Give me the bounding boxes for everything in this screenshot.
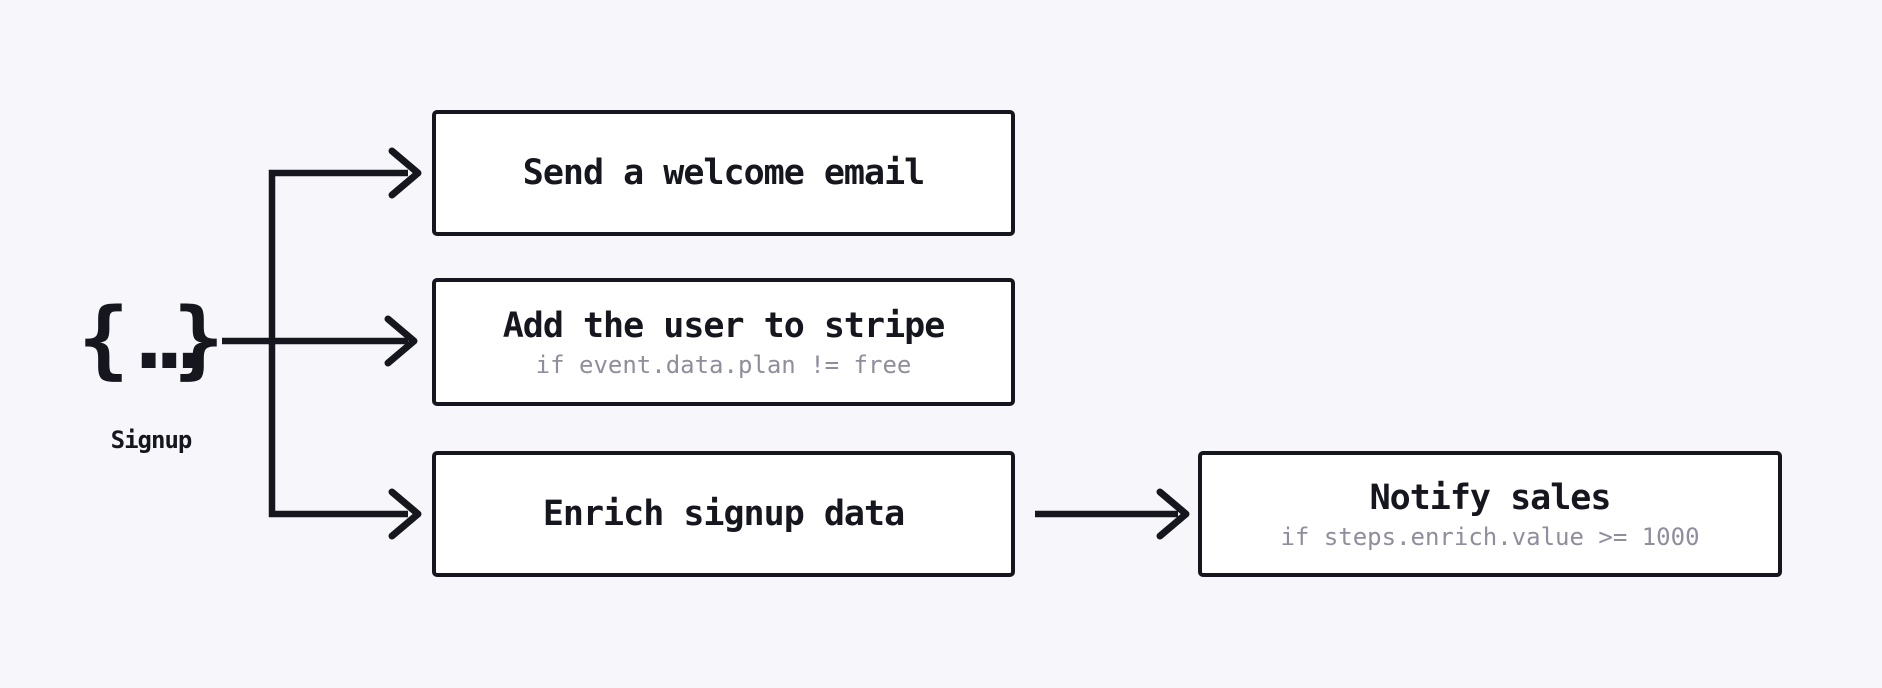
step-send-welcome-email: Send a welcome email <box>432 110 1015 236</box>
step-title: Add the user to stripe <box>502 305 946 346</box>
step-enrich-signup-data: Enrich signup data <box>432 451 1015 577</box>
step-condition: if event.data.plan != free <box>535 350 912 379</box>
event-payload-icon: { ... } <box>70 290 232 390</box>
trigger-event: { ... } Signup <box>70 290 232 454</box>
arrowhead-to-notify-sales <box>1156 488 1190 540</box>
step-title: Notify sales <box>1369 477 1612 518</box>
arrowhead-to-stripe <box>384 315 418 367</box>
step-add-user-to-stripe: Add the user to stripe if event.data.pla… <box>432 278 1015 406</box>
step-condition: if steps.enrich.value >= 1000 <box>1280 522 1700 551</box>
brace-left: { <box>77 290 130 389</box>
step-title: Send a welcome email <box>522 153 925 193</box>
step-notify-sales: Notify sales if steps.enrich.value >= 10… <box>1198 451 1782 577</box>
brace-right: } <box>172 290 225 389</box>
arrowhead-to-enrich <box>388 488 422 540</box>
arrowhead-to-welcome-email <box>388 147 422 199</box>
trigger-label: Signup <box>110 426 193 454</box>
step-title: Enrich signup data <box>542 494 905 534</box>
